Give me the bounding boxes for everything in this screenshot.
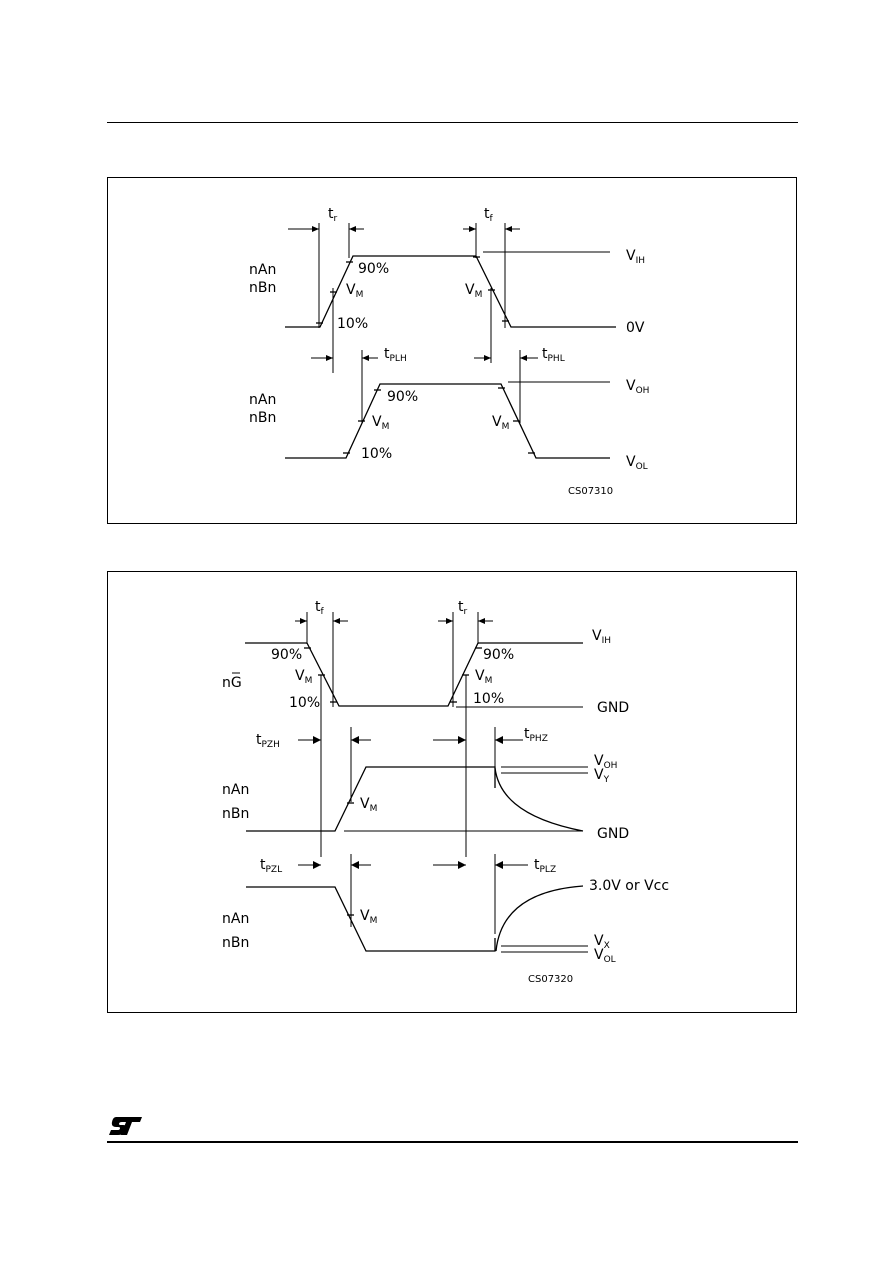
footer-rule — [107, 1141, 798, 1143]
enable-disable-waveform-panel: nG tf tr 90% VM 10% 90% VM 10% VIH GND t… — [107, 571, 797, 1013]
propagation-delay-waveform-panel: nAn nBn nAn nBn tr tf 90% VM 10% VM VIH … — [107, 177, 797, 524]
header-rule — [107, 122, 798, 123]
tf-label: tf — [315, 599, 325, 617]
voh-label: VOH — [626, 378, 649, 396]
input-vm-label-rising: VM — [346, 282, 363, 300]
vy-label: VY — [594, 767, 610, 785]
output-vm-label-falling: VM — [492, 414, 509, 432]
rising-90pct-label: 90% — [483, 647, 514, 663]
output-low-label-nan: nAn — [222, 911, 249, 927]
output-low-vm-label: VM — [360, 908, 377, 926]
output-10pct-label: 10% — [361, 446, 392, 462]
tplz-label: tPLZ — [534, 857, 556, 875]
vcc-label: 3.0V or Vcc — [589, 878, 669, 894]
input-90pct-label: 90% — [358, 261, 389, 277]
falling-vm-label: VM — [295, 668, 312, 686]
falling-10pct-label: 10% — [289, 695, 320, 711]
output-label-nbn: nBn — [249, 410, 276, 426]
gnd-label-middle: GND — [597, 826, 629, 842]
tpzh-label: tPZH — [256, 732, 280, 750]
output-high-waveform — [246, 766, 496, 832]
tf-label: tf — [484, 206, 494, 224]
vih-label: VIH — [592, 628, 611, 646]
vih-label: VIH — [626, 248, 645, 266]
vol-label: VOL — [594, 947, 616, 965]
rising-10pct-label: 10% — [473, 691, 504, 707]
vx-label: VX — [594, 933, 610, 951]
enable-waveform — [245, 642, 583, 707]
voh-label: VOH — [594, 753, 617, 771]
output-low-rise-curve — [495, 885, 584, 952]
output-waveform — [285, 383, 610, 459]
output-vm-label-rising: VM — [372, 414, 389, 432]
gnd-label-top: GND — [597, 700, 629, 716]
falling-90pct-label: 90% — [271, 647, 302, 663]
output-high-label-nan: nAn — [222, 782, 249, 798]
input-vm-label-falling: VM — [465, 282, 482, 300]
input-label-nan: nAn — [249, 262, 276, 278]
tpzl-label: tPZL — [260, 857, 282, 875]
tphl-label: tPHL — [542, 346, 565, 364]
input-10pct-label: 10% — [337, 316, 368, 332]
tr-label: tr — [458, 599, 468, 617]
output-high-decay-curve — [494, 767, 584, 832]
propagation-delay-waveform: nAn nBn nAn nBn tr tf 90% VM 10% VM VIH … — [249, 206, 649, 497]
tr-label: tr — [328, 206, 338, 224]
output-high-label-nbn: nBn — [222, 806, 249, 822]
enable-disable-waveform: nG tf tr 90% VM 10% 90% VM 10% VIH GND t… — [222, 599, 669, 985]
figure-code-label: CS07310 — [568, 486, 613, 497]
tphz-label: tPHZ — [524, 726, 548, 744]
zero-v-label: 0V — [626, 320, 645, 336]
tplh-label: tPLH — [384, 346, 407, 364]
output-90pct-label: 90% — [387, 389, 418, 405]
output-label-nan: nAn — [249, 392, 276, 408]
output-low-waveform — [246, 886, 496, 952]
output-low-label-nbn: nBn — [222, 935, 249, 951]
output-high-vm-label: VM — [360, 796, 377, 814]
figure-code-label: CS07320 — [528, 974, 573, 985]
input-label-nbn: nBn — [249, 280, 276, 296]
st-logo-icon — [109, 1117, 142, 1135]
rising-vm-label: VM — [475, 668, 492, 686]
vol-label: VOL — [626, 454, 648, 472]
input-waveform — [285, 255, 616, 328]
enable-signal-label: nG — [222, 675, 242, 691]
